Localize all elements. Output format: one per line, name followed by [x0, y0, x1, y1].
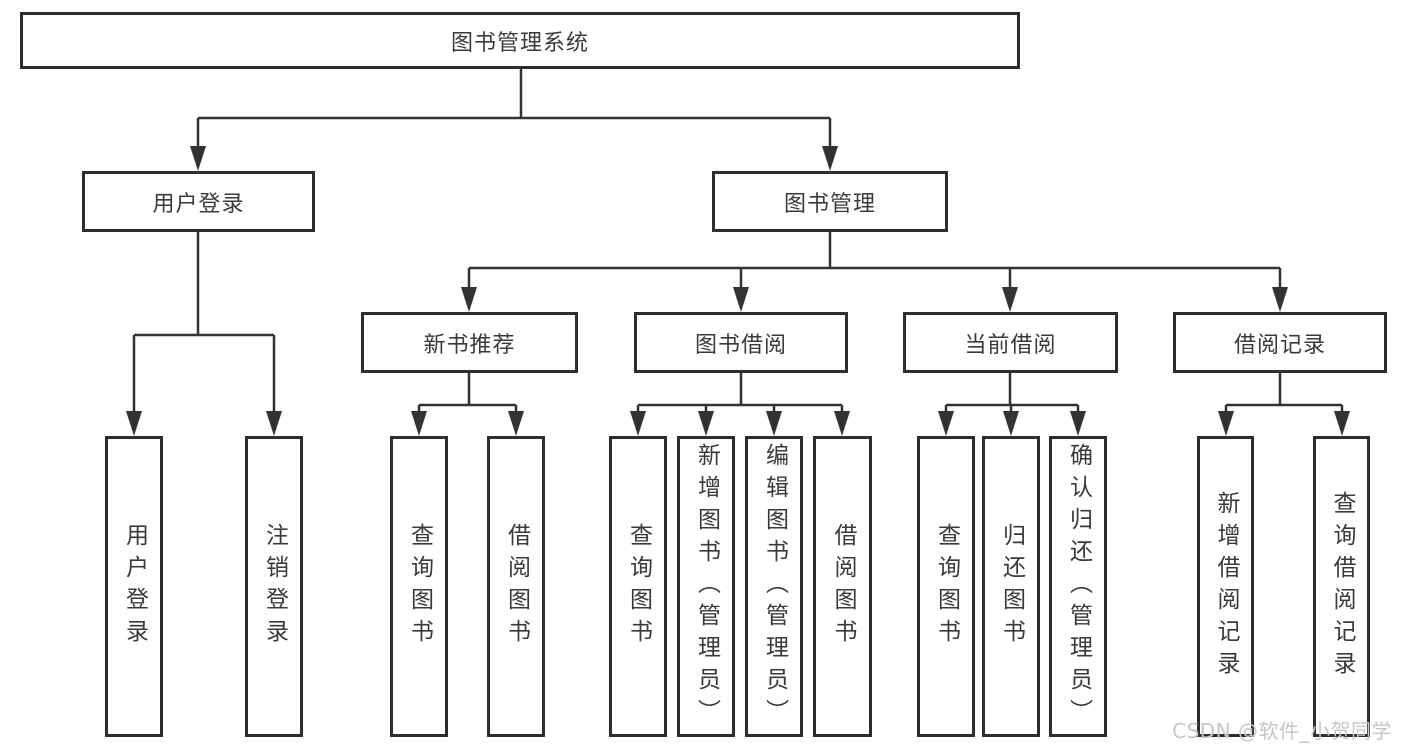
node-root-system: 图书管理系统 — [20, 12, 1020, 69]
leaf-return-book: 归还图书 — [982, 436, 1040, 737]
node-book-borrowing: 图书借阅 — [634, 312, 848, 373]
leaf-logout: 注销登录 — [245, 436, 303, 737]
node-borrowing-records: 借阅记录 — [1173, 312, 1387, 373]
leaf-label: 归还图书 — [998, 522, 1025, 651]
leaf-label: 确认归还（管理员） — [1065, 442, 1092, 731]
leaf-edit-book-admin: 编辑图书（管理员） — [745, 436, 803, 737]
leaf-query-books-recommend: 查询图书 — [390, 436, 448, 737]
leaf-query-books-borrowing: 查询图书 — [609, 436, 667, 737]
leaf-label: 借阅图书 — [503, 522, 530, 651]
node-user-login: 用户登录 — [82, 171, 315, 232]
leaf-label: 查询图书 — [406, 522, 433, 651]
leaf-label: 借阅图书 — [830, 522, 856, 651]
leaf-label: 新增图书（管理员） — [693, 442, 720, 731]
leaf-borrow-books-recommend: 借阅图书 — [487, 436, 545, 737]
csdn-watermark: CSDN @软件_小贺同学 — [1172, 719, 1392, 743]
leaf-add-borrow-record: 新增借阅记录 — [1197, 436, 1254, 737]
node-new-book-recommend: 新书推荐 — [361, 312, 578, 373]
leaf-confirm-return-admin: 确认归还（管理员） — [1049, 436, 1107, 737]
leaf-borrow-books-borrowing: 借阅图书 — [813, 436, 872, 737]
node-current-borrowing: 当前借阅 — [903, 312, 1118, 373]
leaf-label: 新增借阅记录 — [1213, 490, 1239, 683]
leaf-label: 注销登录 — [261, 522, 288, 651]
leaf-label: 查询图书 — [625, 522, 652, 651]
leaf-label: 查询图书 — [933, 522, 960, 651]
leaf-add-book-admin: 新增图书（管理员） — [677, 436, 735, 737]
leaf-user-login: 用户登录 — [105, 436, 163, 737]
node-book-management: 图书管理 — [712, 171, 948, 232]
leaf-label: 用户登录 — [121, 522, 148, 651]
leaf-label: 查询借阅记录 — [1329, 490, 1355, 683]
leaf-query-borrow-record: 查询借阅记录 — [1313, 436, 1370, 737]
leaf-query-books-current: 查询图书 — [917, 436, 975, 737]
leaf-label: 编辑图书（管理员） — [761, 442, 788, 731]
